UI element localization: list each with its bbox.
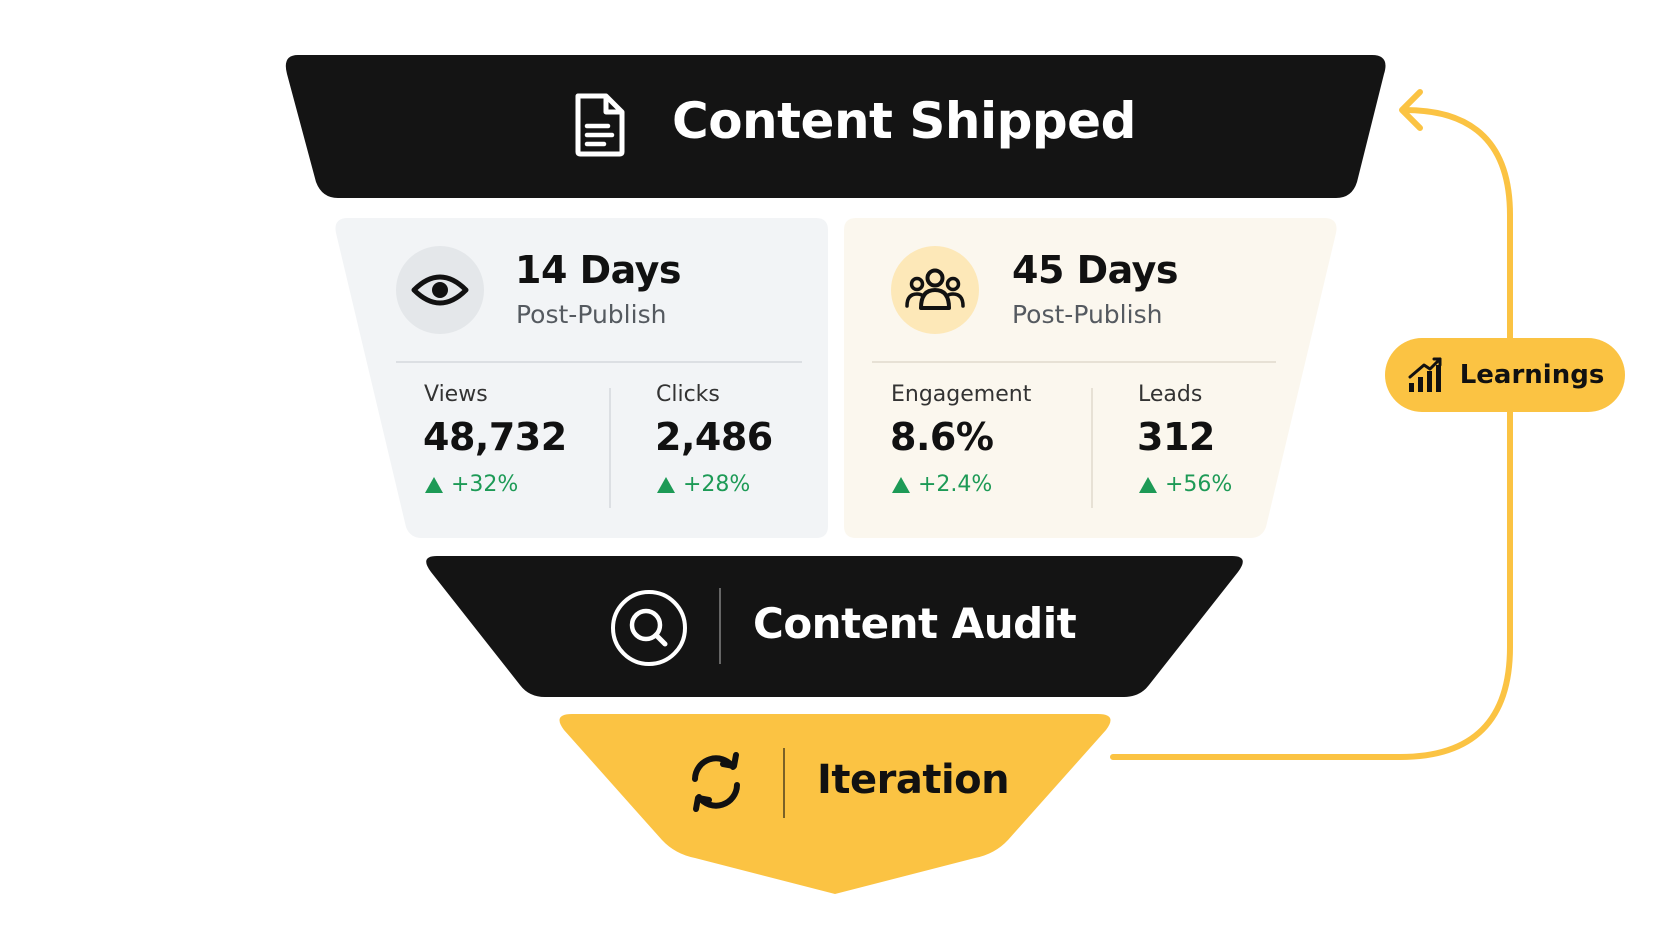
card-14-days-subtitle: Post-Publish xyxy=(516,300,667,329)
users-icon xyxy=(905,268,965,310)
metric-engagement-value: 8.6% xyxy=(890,415,994,459)
search-icon xyxy=(611,590,687,666)
metric-leads-delta: +56% xyxy=(1139,472,1232,497)
content-shipped-label: Content Shipped xyxy=(672,92,1136,150)
learnings-label: Learnings xyxy=(1459,360,1605,390)
card-45-days-title: 45 Days xyxy=(1012,248,1179,292)
bar-chart-icon xyxy=(1408,357,1442,392)
feedback-loop-arrow xyxy=(1110,107,1513,760)
tier-content-audit xyxy=(426,556,1243,697)
tier-content-shipped xyxy=(285,55,1386,198)
eye-icon xyxy=(411,274,469,306)
trend-up-icon xyxy=(425,476,443,493)
card-45-days-subtitle: Post-Publish xyxy=(1012,300,1163,329)
learnings-badge: Learnings xyxy=(1385,338,1625,412)
metric-leads-label: Leads xyxy=(1138,382,1203,407)
metric-engagement-delta-text: +2.4% xyxy=(918,472,993,497)
card-14-days-title: 14 Days xyxy=(515,248,682,292)
metric-views-delta: +32% xyxy=(425,472,518,497)
metric-views-value: 48,732 xyxy=(423,415,567,459)
trend-up-icon xyxy=(1139,476,1157,493)
metric-engagement-delta: +2.4% xyxy=(892,472,992,497)
metric-leads-delta-text: +56% xyxy=(1165,472,1233,497)
document-icon xyxy=(575,93,625,157)
iteration-label: Iteration xyxy=(817,757,1010,803)
feedback-arrowhead xyxy=(1399,89,1423,131)
metric-clicks-delta: +28% xyxy=(657,472,750,497)
refresh-icon xyxy=(692,752,740,812)
trend-up-icon xyxy=(892,476,910,493)
metric-clicks-delta-text: +28% xyxy=(683,472,751,497)
metric-clicks-label: Clicks xyxy=(656,382,720,407)
tier-iteration xyxy=(559,714,1111,894)
metric-leads-value: 312 xyxy=(1137,415,1215,459)
metric-clicks-value: 2,486 xyxy=(655,415,773,459)
trend-up-icon xyxy=(657,476,675,493)
content-audit-label: Content Audit xyxy=(753,599,1077,648)
metric-engagement-label: Engagement xyxy=(891,382,1032,407)
metric-views-delta-text: +32% xyxy=(451,472,519,497)
metric-views-label: Views xyxy=(424,382,488,407)
